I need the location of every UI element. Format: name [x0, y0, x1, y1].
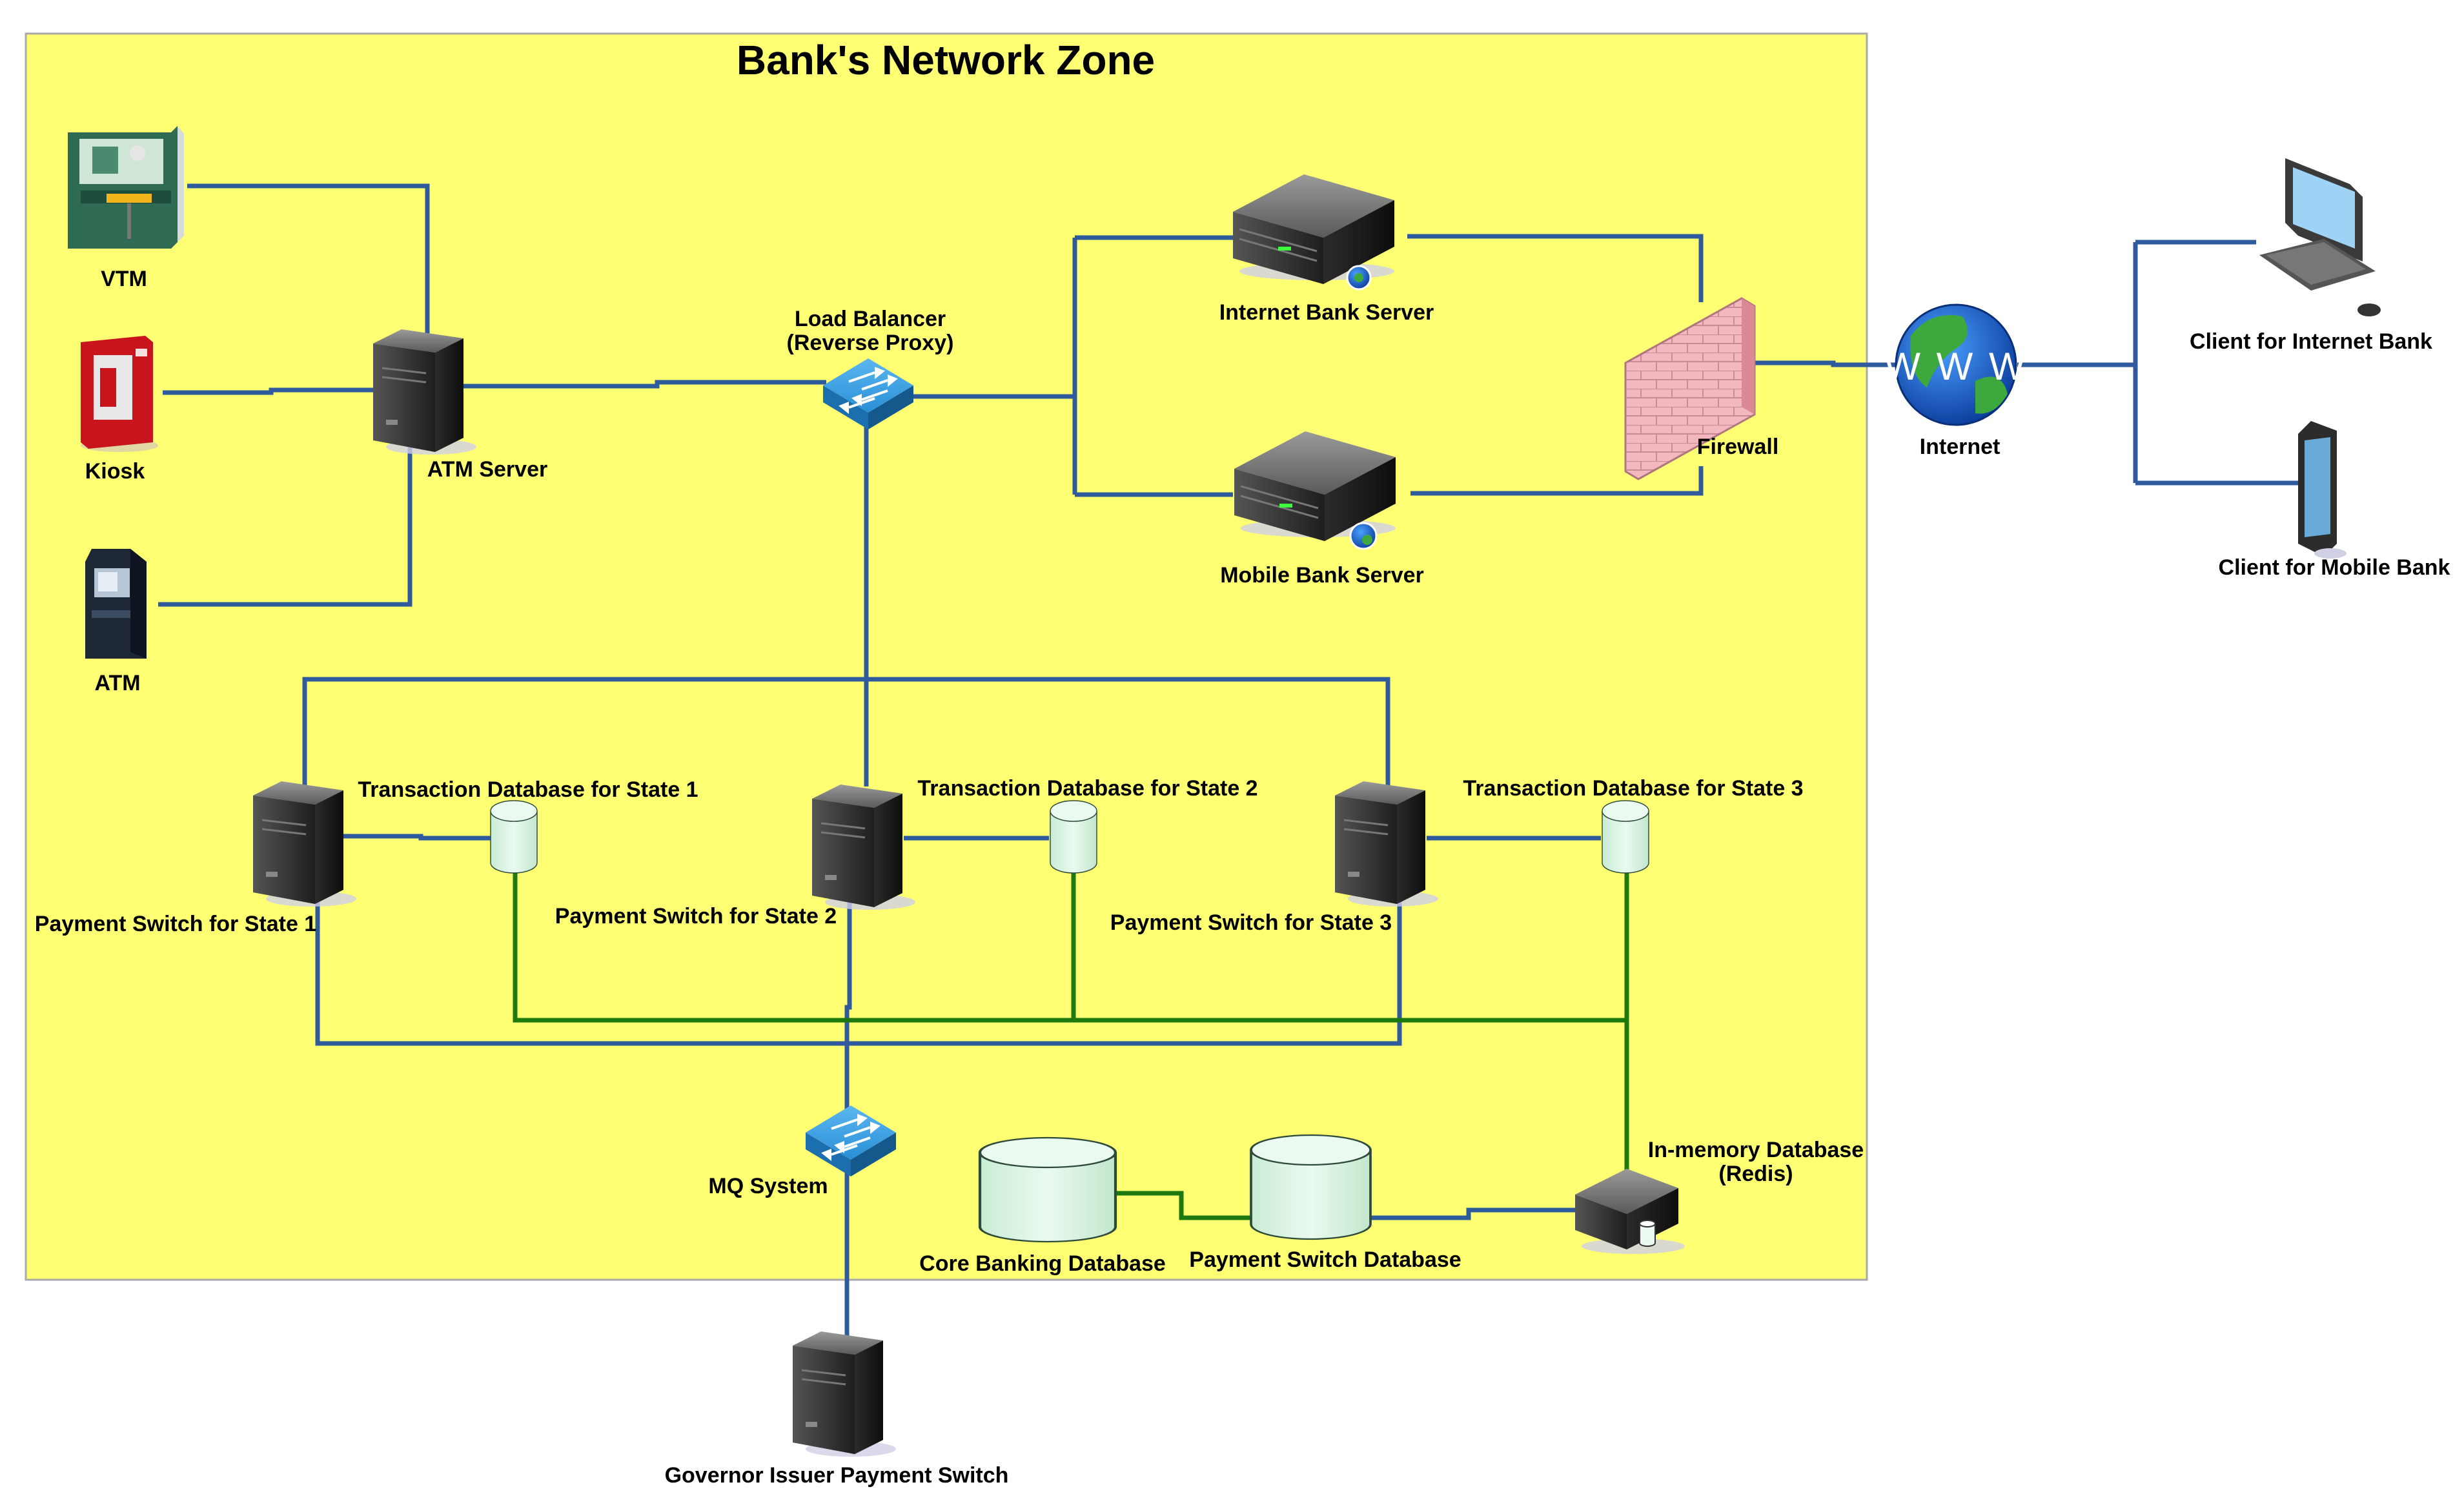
label-core-db: Core Banking Database [919, 1251, 1166, 1276]
label-load-balancer-1: Load Balancer [795, 307, 946, 331]
label-internet: Internet [1920, 435, 2001, 459]
payment-switch-state1-icon[interactable] [252, 780, 358, 908]
svg-text:W W W: W W W [1884, 345, 2028, 388]
core-banking-db-icon[interactable] [980, 1138, 1115, 1242]
payment-switch-state3-icon[interactable] [1334, 780, 1440, 908]
atm-server-icon[interactable] [372, 328, 478, 456]
label-ps3: Payment Switch for State 3 [1110, 910, 1392, 935]
label-tdb3: Transaction Database for State 3 [1463, 776, 1803, 801]
desktop-computer-icon[interactable] [2259, 158, 2381, 316]
green-connections [513, 868, 1629, 1220]
label-client-internet: Client for Internet Bank [2190, 329, 2432, 354]
mobile-phone-icon[interactable] [2298, 421, 2347, 559]
label-ps-db: Payment Switch Database [1189, 1247, 1461, 1272]
transaction-db-state2-icon[interactable] [1050, 800, 1097, 874]
payment-switch-state2-icon[interactable] [811, 783, 917, 911]
vtm-machine-icon[interactable] [68, 126, 184, 249]
kiosk-icon[interactable] [81, 336, 158, 452]
label-atm-server: ATM Server [427, 457, 547, 482]
label-kiosk: Kiosk [85, 459, 145, 484]
node-labels: VTM Kiosk ATM ATM Server Load Balancer (… [35, 267, 2450, 1488]
transaction-db-state3-icon[interactable] [1602, 800, 1649, 874]
governor-server-icon[interactable] [791, 1330, 897, 1458]
label-vtm: VTM [101, 267, 147, 291]
atm-icon[interactable] [85, 549, 147, 659]
mobile-bank-server-icon[interactable] [1233, 430, 1397, 550]
label-tdb1: Transaction Database for State 1 [358, 777, 698, 802]
label-atm: ATM [94, 671, 140, 695]
label-ps2: Payment Switch for State 2 [555, 904, 837, 929]
label-load-balancer-2: (Reverse Proxy) [787, 331, 954, 355]
label-mobile-bank-server: Mobile Bank Server [1220, 563, 1424, 588]
zone-title: Bank's Network Zone [737, 37, 1155, 83]
internet-bank-server-icon[interactable] [1232, 173, 1396, 291]
in-memory-db-server-icon[interactable] [1575, 1169, 1685, 1254]
blue-connections [158, 183, 2305, 1337]
www-globe-icon[interactable]: W W W [1884, 303, 2028, 426]
label-internet-bank-server: Internet Bank Server [1219, 300, 1434, 325]
label-redis-1: In-memory Database [1648, 1138, 1864, 1162]
label-client-mobile: Client for Mobile Bank [2219, 555, 2450, 580]
label-firewall: Firewall [1697, 435, 1779, 459]
label-governor: Governor Issuer Payment Switch [665, 1463, 1009, 1488]
payment-switch-db-icon[interactable] [1250, 1134, 1372, 1240]
label-mq: MQ System [708, 1174, 828, 1198]
label-redis-2: (Redis) [1718, 1162, 1793, 1186]
label-tdb2: Transaction Database for State 2 [917, 776, 1257, 801]
transaction-db-state1-icon[interactable] [490, 800, 538, 874]
label-ps1: Payment Switch for State 1 [35, 912, 316, 936]
firewall-brick-icon[interactable] [1624, 297, 1756, 480]
network-zone-area [25, 32, 1868, 1281]
